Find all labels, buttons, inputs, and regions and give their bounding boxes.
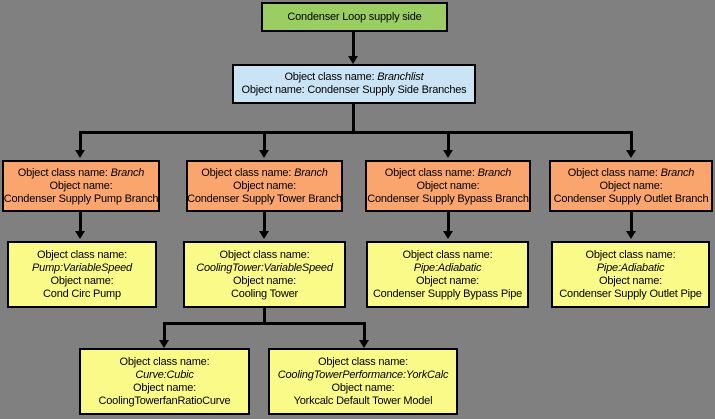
node-branch-bypass-class-line: Object class name: Branch	[384, 166, 512, 180]
node-branchlist-class-line: Object class name: Branchlist	[284, 71, 423, 84]
node-pipe-adiabatic-bypass[interactable]: Object class name: Pipe:Adiabatic Object…	[366, 241, 529, 308]
arrow-outlet-pipe	[626, 231, 636, 239]
node-condenser-loop-supply-side[interactable]: Condenser Loop supply side	[261, 2, 448, 32]
connector-branch-bypass-to-pipe	[447, 212, 450, 234]
node-curve-object-name: CoolingTowerfanRatioCurve	[98, 394, 231, 407]
node-bypass-pipe-class-prefix: Object class name:	[402, 248, 493, 261]
node-branch-pump-name-prefix: Object name:	[49, 179, 113, 192]
connector-branchlist-down	[352, 103, 355, 133]
node-branch-condenser-supply-pump-branch[interactable]: Object class name: Branch Object name: C…	[2, 160, 160, 212]
node-branch-pump-object-name: Condenser Supply Pump Branch	[3, 192, 159, 205]
node-branch-bypass-name-prefix: Object name:	[416, 179, 480, 192]
node-cooling-tower-name-prefix: Object name:	[232, 274, 297, 287]
connector-tower-down	[263, 308, 266, 324]
node-branch-outlet-class-line: Object class name: Branch	[567, 166, 695, 180]
connector-tower-drop-2	[363, 322, 366, 343]
node-tower-perf-class-prefix: Object class name:	[318, 355, 408, 368]
node-pump-name-prefix: Object name:	[50, 274, 114, 287]
node-branchlist-class-prefix: Object class name:	[284, 71, 378, 83]
connector-tower-drop-1	[163, 322, 166, 343]
node-branch-bypass-class-name: Branch	[477, 166, 512, 179]
node-curve-class-prefix: Object class name:	[119, 355, 210, 368]
node-branchlist-object-name: Object name: Condenser Supply Side Branc…	[241, 84, 467, 96]
connector-bus-drop-4	[630, 131, 633, 153]
node-outlet-pipe-object-name: Condenser Supply Outlet Pipe	[559, 287, 702, 300]
connector-branch-outlet-to-pipe	[630, 212, 633, 234]
node-branch-pump-class-name: Branch	[110, 166, 145, 179]
node-curve-name-prefix: Object name:	[132, 381, 197, 394]
connector-bus-drop-2	[263, 131, 266, 153]
node-branch-pump-class-prefix: Object class name:	[17, 166, 111, 179]
arrow-curve-cubic	[159, 340, 169, 348]
node-branch-pump-class-line: Object class name: Branch	[17, 166, 145, 180]
node-pump-class-name: Pump:VariableSpeed	[32, 261, 132, 274]
node-branch-outlet-class-name: Branch	[660, 166, 695, 179]
node-outlet-pipe-class-name: Pipe:Adiabatic	[596, 261, 665, 274]
node-coolingtower-variablespeed[interactable]: Object class name: CoolingTower:Variable…	[183, 241, 346, 308]
arrow-branch-outlet	[626, 150, 636, 158]
connector-tower-bus	[163, 322, 366, 325]
node-pump-class-prefix: Object class name:	[37, 248, 127, 261]
node-pipe-adiabatic-outlet[interactable]: Object class name: Pipe:Adiabatic Object…	[551, 241, 710, 308]
arrow-tower-performance	[359, 340, 369, 348]
node-tower-perf-name-prefix: Object name:	[331, 381, 395, 394]
node-branch-bypass-object-name: Condenser Supply Bypass Branch	[367, 192, 529, 205]
arrow-branch-tower	[259, 150, 269, 158]
node-bypass-pipe-object-name: Condenser Supply Bypass Pipe	[372, 287, 523, 300]
node-branch-tower-class-name: Branch	[294, 166, 328, 179]
node-coolingtowerperformance-yorkcalc[interactable]: Object class name: CoolingTowerPerforman…	[268, 348, 458, 415]
node-branch-tower-name-prefix: Object name:	[232, 179, 297, 192]
node-curve-cubic[interactable]: Object class name: Curve:Cubic Object na…	[79, 348, 250, 415]
node-branch-outlet-object-name: Condenser Supply Outlet Branch	[553, 192, 709, 205]
node-branch-condenser-supply-bypass-branch[interactable]: Object class name: Branch Object name: C…	[365, 160, 531, 212]
connector-branch-tower-to-tower	[263, 212, 266, 234]
node-branch-tower-object-name: Condenser Supply Tower Branch	[187, 192, 342, 205]
node-cooling-tower-object-name: Cooling Tower	[231, 287, 298, 300]
node-tower-perf-object-name: Yorkcalc Default Tower Model	[293, 394, 433, 407]
node-branch-outlet-class-prefix: Object class name:	[567, 166, 661, 179]
node-bypass-pipe-name-prefix: Object name:	[415, 274, 480, 287]
node-curve-class-name: Curve:Cubic	[135, 368, 194, 381]
node-branch-condenser-supply-outlet-branch[interactable]: Object class name: Branch Object name: C…	[549, 160, 713, 212]
connector-bus-drop-1	[79, 131, 82, 153]
connector-branch-bus	[79, 131, 633, 134]
arrow-root-to-branchlist	[348, 56, 358, 64]
node-tower-perf-class-name: CoolingTowerPerformance:YorkCalc	[277, 368, 449, 381]
node-bypass-pipe-class-name: Pipe:Adiabatic	[413, 261, 482, 274]
node-branchlist-class-name: Branchlist	[377, 71, 424, 83]
node-outlet-pipe-class-prefix: Object class name:	[585, 248, 676, 261]
node-root-label: Condenser Loop supply side	[287, 10, 422, 23]
connector-branch-pump-to-pump	[79, 212, 82, 234]
arrow-branch-bypass	[443, 150, 453, 158]
node-cooling-tower-class-prefix: Object class name:	[219, 248, 310, 261]
node-cooling-tower-class-name: CoolingTower:VariableSpeed	[196, 261, 333, 274]
arrow-branch-pump	[75, 150, 85, 158]
node-pump-variablespeed[interactable]: Object class name: Pump:VariableSpeed Ob…	[7, 241, 157, 308]
node-branch-tower-class-line: Object class name: Branch	[201, 166, 328, 180]
arrow-cooling-tower	[259, 231, 269, 239]
connector-root-to-branchlist	[352, 30, 355, 56]
node-branch-outlet-name-prefix: Object name:	[599, 179, 663, 192]
node-branch-tower-class-prefix: Object class name:	[201, 166, 295, 179]
node-branch-bypass-class-prefix: Object class name:	[384, 166, 478, 179]
arrow-bypass-pipe	[443, 231, 453, 239]
connector-bus-drop-3	[447, 131, 450, 153]
node-branchlist[interactable]: Object class name: Branchlist Object nam…	[232, 64, 476, 104]
node-pump-object-name: Cond Circ Pump	[43, 287, 121, 300]
node-outlet-pipe-name-prefix: Object name:	[598, 274, 663, 287]
node-branch-condenser-supply-tower-branch[interactable]: Object class name: Branch Object name: C…	[186, 160, 343, 212]
arrow-pump	[75, 231, 85, 239]
